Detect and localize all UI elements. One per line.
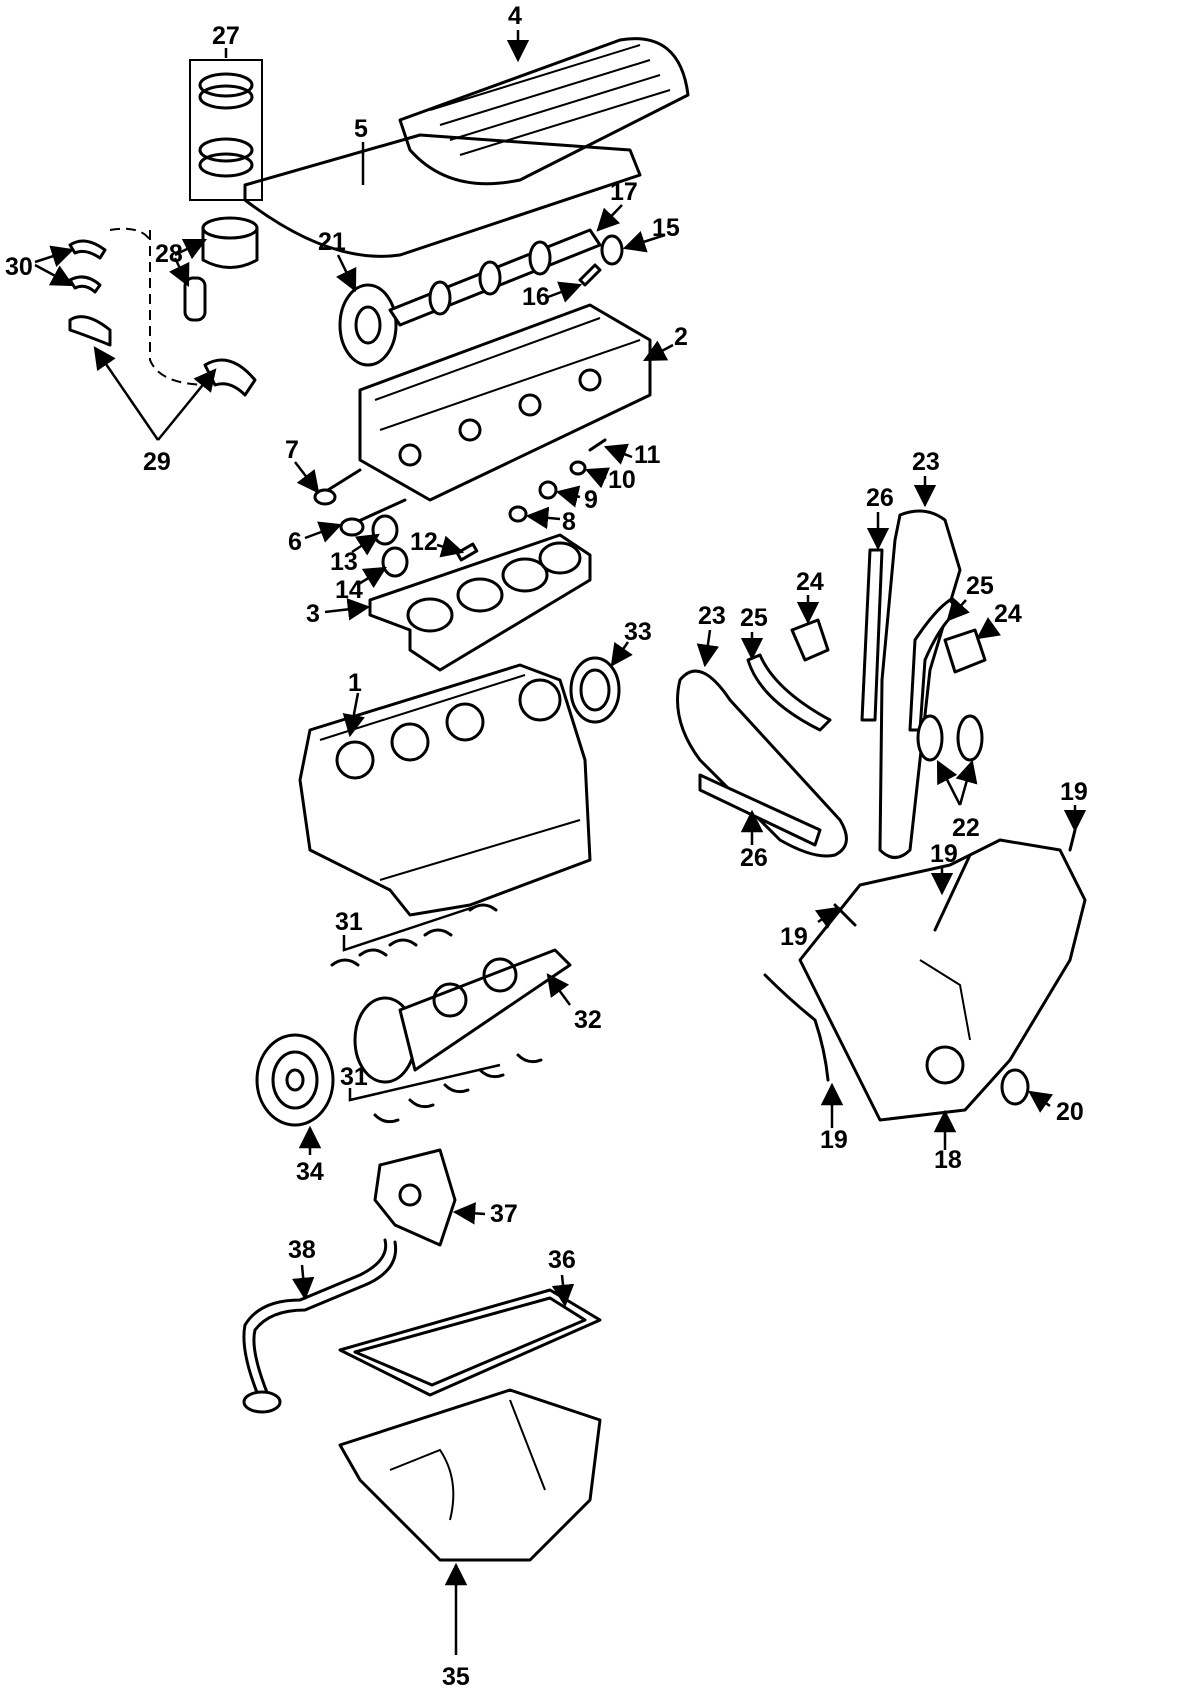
callout-16: 16	[522, 283, 550, 311]
callout-32: 32	[574, 1006, 602, 1034]
callout-25-a: 25	[740, 604, 768, 632]
head-gasket	[368, 533, 592, 672]
callout-29: 29	[143, 448, 171, 476]
crankshaft	[353, 948, 572, 1084]
engine-block	[298, 663, 592, 917]
callout-6: 6	[288, 528, 302, 556]
callout-4: 4	[508, 2, 522, 30]
oil-pan-gasket	[338, 1288, 602, 1397]
callout-25-b: 25	[966, 572, 994, 600]
callout-34: 34	[296, 1158, 324, 1186]
front-cover	[798, 838, 1087, 1122]
callout-19-c: 19	[780, 923, 808, 951]
callout-27: 27	[212, 22, 240, 50]
callout-38: 38	[288, 1236, 316, 1264]
callout-26-b: 26	[740, 844, 768, 872]
callout-8: 8	[562, 508, 576, 536]
connecting-rod	[68, 227, 257, 397]
cam-sprocket	[338, 283, 398, 367]
callout-11: 11	[634, 441, 661, 469]
callout-23-b: 23	[698, 602, 726, 630]
callout-1: 1	[348, 669, 362, 697]
callout-14: 14	[335, 576, 363, 604]
callout-26-a: 26	[866, 484, 894, 512]
callout-31-a: 31	[335, 908, 363, 936]
callout-31-b: 31	[340, 1063, 368, 1091]
callout-35: 35	[442, 1663, 470, 1691]
callout-labels: 1 2 3 4 5 6 7 8 9 10 11 12 13 14 15 16 1…	[5, 2, 1088, 1691]
callout-2: 2	[674, 323, 688, 351]
callout-3: 3	[306, 600, 320, 628]
chain-guide-left	[746, 653, 832, 732]
callout-30: 30	[5, 253, 33, 281]
piston-ring-set	[189, 59, 263, 201]
valves	[313, 468, 407, 537]
callout-9: 9	[584, 486, 598, 514]
callout-21: 21	[318, 228, 346, 256]
rod-bearings	[68, 239, 107, 294]
callout-19-d: 19	[820, 1126, 848, 1154]
callout-10: 10	[608, 466, 636, 494]
callout-19-a: 19	[1060, 778, 1088, 806]
harmonic-balancer	[255, 1033, 335, 1127]
valve-cover	[398, 37, 690, 186]
oil-pan	[338, 1388, 602, 1562]
callout-7: 7	[285, 436, 299, 464]
callout-19-b: 19	[930, 840, 958, 868]
crank-sprockets	[916, 714, 984, 762]
valve-train-small-parts	[508, 438, 607, 523]
callout-18: 18	[934, 1146, 962, 1174]
chain-tensioner-left	[790, 618, 830, 662]
callout-24-a: 24	[796, 568, 824, 596]
leader-lines	[34, 30, 1087, 1655]
callout-23-a: 23	[912, 448, 940, 476]
callout-20: 20	[1056, 1098, 1084, 1126]
callout-36: 36	[548, 1246, 576, 1274]
cylinder-head	[358, 303, 652, 502]
chain-tensioner-right	[943, 628, 987, 674]
tensioner-arm-bottom	[698, 773, 822, 847]
rear-main-seal	[569, 656, 621, 724]
timing-chain-left	[676, 669, 848, 858]
cam-position-parts	[578, 234, 624, 287]
piston	[183, 216, 259, 322]
callout-24-b: 24	[994, 600, 1022, 628]
callout-37: 37	[490, 1200, 518, 1228]
tensioner-arm-vertical	[860, 548, 884, 722]
front-crank-seal	[1000, 1068, 1030, 1106]
camshaft	[388, 228, 602, 327]
chain-guide-right	[908, 598, 960, 732]
callout-13: 13	[330, 548, 358, 576]
callout-28: 28	[155, 240, 183, 268]
callout-12: 12	[410, 528, 438, 556]
valve-springs	[371, 514, 409, 578]
callout-15: 15	[652, 214, 680, 242]
callout-17: 17	[610, 178, 638, 206]
oil-pickup-tube	[242, 1238, 398, 1414]
callout-5: 5	[354, 115, 368, 143]
callout-33: 33	[624, 618, 652, 646]
valve-cover-gasket	[243, 133, 642, 258]
oil-pump	[373, 1148, 457, 1247]
timing-chain-right	[878, 509, 962, 859]
callout-22: 22	[952, 814, 980, 842]
